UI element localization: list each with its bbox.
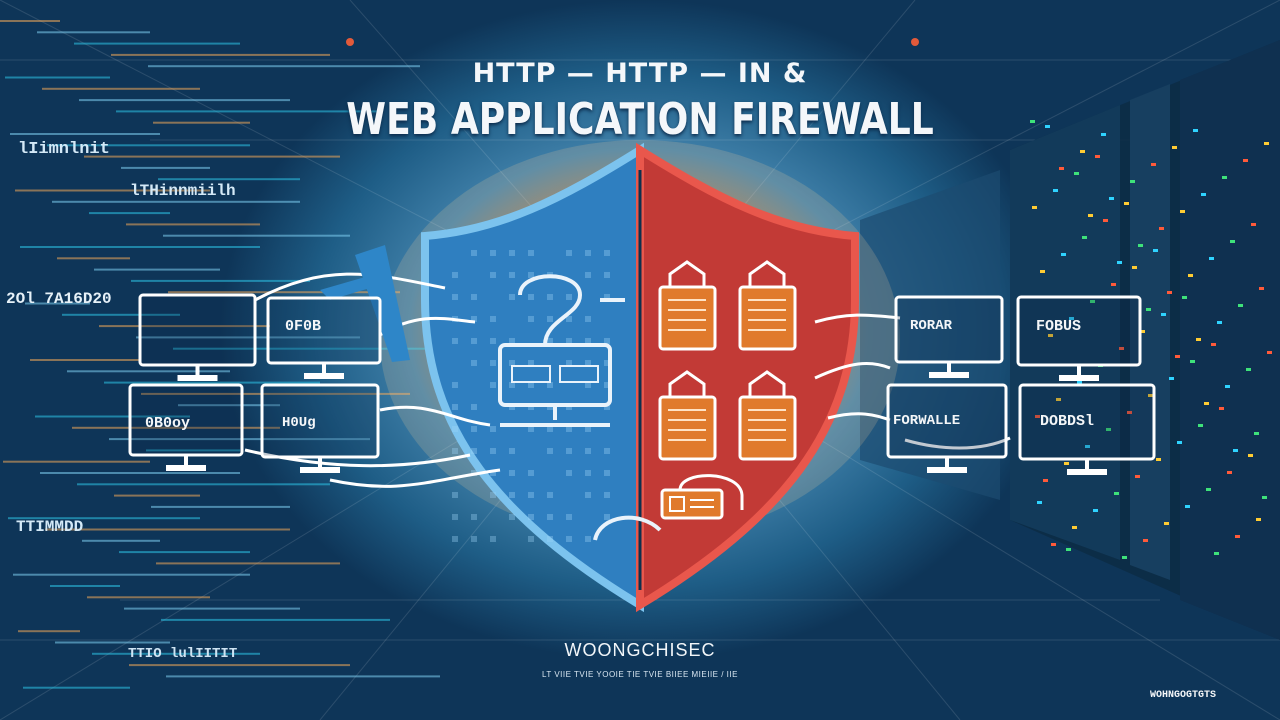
grid-node-dot (346, 38, 354, 46)
monitor-label: DOBDSl (1040, 413, 1095, 430)
monitor-icons (128, 293, 1156, 475)
code-line: TTIO lulIITIT (128, 646, 238, 662)
monitor-label: H0Ug (282, 415, 316, 431)
corner-watermark: WOHNGOGTGTS (1150, 690, 1217, 701)
padlock-icons (658, 260, 797, 461)
data-stream-streaks (0, 20, 450, 689)
brand-name: WOONGCHISEC (564, 640, 716, 660)
monitor-label: 0F0B (285, 318, 322, 335)
server-racks (860, 40, 1280, 640)
code-line: lTHinnmiilh (130, 182, 236, 200)
code-line: 2Ol 7A16D20 (6, 290, 112, 308)
id-card-icon (660, 474, 744, 520)
code-line: lIimnlnit (18, 140, 110, 159)
arrow-icon (320, 245, 410, 362)
brand-tagline: LT VIIE TVIE YOOIE TIE TVIE BIIEE MIEIIE… (542, 670, 738, 679)
monitor-label: FORWALLE (893, 413, 961, 429)
subtitle-flow-label: HTTP — HTTP — IN & (472, 58, 808, 89)
shield-pixel-pattern (452, 250, 610, 542)
monitor-label: FOBUS (1036, 318, 1082, 335)
code-line: TTIMMDD (16, 518, 84, 536)
grid-node-dot (911, 38, 919, 46)
monitor-label: 0B0oy (145, 415, 191, 432)
page-title: WEB APPLICATION FIREWALL (346, 94, 934, 145)
server-computer-icon (498, 274, 662, 541)
monitor-label: RORAR (910, 318, 953, 334)
